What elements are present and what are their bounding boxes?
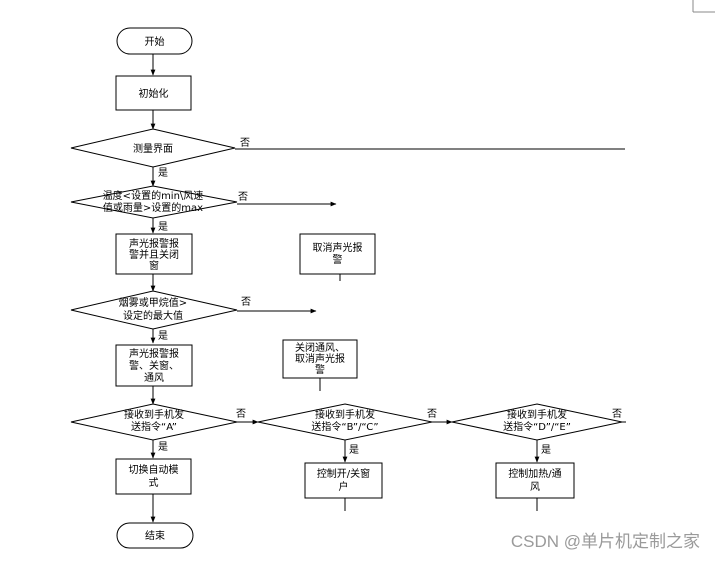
label-no-bc: 否 (427, 408, 437, 420)
decision-recv-de: 接收到手机发 送指令“D”/“E” (451, 403, 623, 441)
node-close-vent-line2: 取消声光报 (295, 352, 345, 365)
label-no-measure: 否 (240, 137, 250, 149)
node-window-ctrl: 控制开/关窗 户 (304, 462, 383, 499)
label-yes-de: 是 (541, 444, 551, 456)
node-auto-mode-line1: 切换自动模 (129, 463, 179, 476)
node-auto-mode: 切换自动模 式 (115, 458, 192, 495)
node-auto-mode-line2: 式 (149, 476, 159, 489)
label-no-temp: 否 (238, 191, 248, 203)
decision-smoke-line2: 设定的最大值 (123, 309, 183, 322)
decision-recv-bc-line2: 送指令“B”/“C” (311, 420, 378, 433)
node-window-ctrl-line2: 户 (339, 480, 349, 493)
decision-smoke-line1: 烟雾或甲烷值> (119, 296, 187, 309)
node-close-vent-line3: 警 (315, 363, 325, 376)
decision-recv-a-line2: 送指令“A” (131, 420, 177, 433)
node-heat-ctrl: 控制加热/通 风 (495, 462, 575, 499)
node-init-label: 初始化 (139, 87, 169, 100)
watermark: CSDN @单片机定制之家 (511, 532, 700, 551)
node-alarm-open-line1: 声光报警报 (129, 347, 179, 360)
decision-recv-de-line2: 送指令“D”/“E” (503, 420, 571, 433)
node-close-vent: 关闭通风、 取消声光报 警 (282, 339, 358, 379)
decision-smoke: 烟雾或甲烷值> 设定的最大值 (70, 290, 238, 330)
label-no-smoke: 否 (241, 296, 251, 308)
node-heat-ctrl-line2: 风 (530, 481, 540, 493)
edge-labels: 是 否 是 否 是 否 是 否 是 否 是 否 (158, 137, 622, 456)
node-cancel-alarm: 取消声光报 警 (299, 233, 376, 275)
node-alarm-open: 声光报警报 警、关窗、 通风 (115, 344, 193, 387)
node-end: 结束 (116, 522, 194, 549)
decision-temp: 温度<设置的min\风速 值或雨量>设置的max (70, 185, 238, 219)
label-yes-temp: 是 (158, 221, 168, 233)
node-end-label: 结束 (145, 529, 165, 542)
node-sound-close: 声光报警报 警并且关闭 窗 (115, 233, 193, 275)
label-no-de: 否 (612, 408, 622, 420)
decision-recv-a-line1: 接收到手机发 (124, 408, 184, 421)
decision-temp-line2: 值或雨量>设置的max (103, 201, 203, 214)
label-yes-smoke: 是 (158, 330, 168, 342)
node-alarm-open-line3: 通风 (144, 372, 164, 384)
flow-edges (150, 54, 626, 523)
node-start: 开始 (116, 27, 193, 55)
node-sound-close-line1: 声光报警报 (129, 237, 179, 250)
node-close-vent-line1: 关闭通风、 (295, 341, 345, 354)
label-yes-measure: 是 (158, 167, 168, 179)
decision-measure-label: 测量界面 (133, 142, 173, 155)
node-window-ctrl-line1: 控制开/关窗 (317, 467, 370, 480)
decision-temp-line1: 温度<设置的min\风速 (103, 189, 204, 202)
decision-recv-de-line1: 接收到手机发 (507, 408, 567, 421)
label-no-a: 否 (236, 408, 246, 420)
node-cancel-alarm-line2: 警 (333, 253, 343, 266)
node-start-label: 开始 (145, 35, 165, 48)
label-yes-bc: 是 (349, 444, 359, 456)
decision-measure: 测量界面 (70, 128, 236, 168)
decision-recv-a: 接收到手机发 送指令“A” (70, 403, 238, 441)
node-init: 初始化 (115, 75, 192, 111)
decision-recv-bc: 接收到手机发 送指令“B”/“C” (257, 403, 433, 441)
node-heat-ctrl-line1: 控制加热/通 (508, 467, 561, 480)
page-corner-mark (692, 0, 715, 13)
node-sound-close-line3: 窗 (149, 259, 159, 272)
node-cancel-alarm-line1: 取消声光报 (313, 241, 363, 254)
node-sound-close-line2: 警并且关闭 (129, 248, 179, 261)
node-alarm-open-line2: 警、关窗、 (129, 359, 179, 372)
label-yes-a: 是 (158, 441, 168, 453)
decision-recv-bc-line1: 接收到手机发 (315, 408, 375, 421)
